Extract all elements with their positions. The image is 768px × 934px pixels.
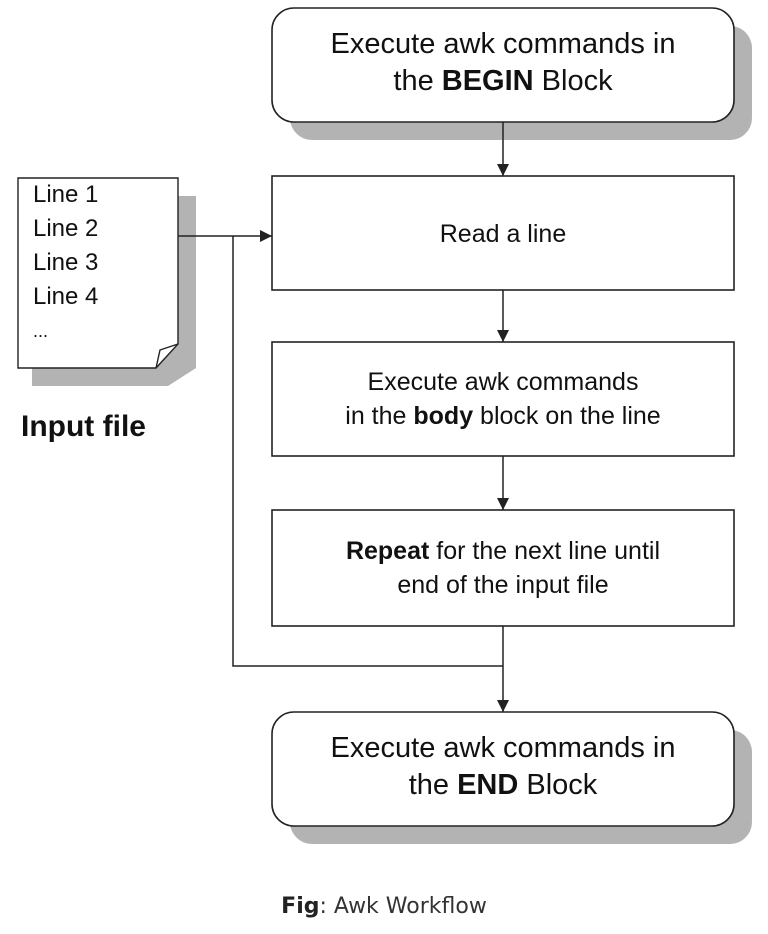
begin-line-2: the BEGIN Block <box>272 63 734 100</box>
body-line-1: Execute awk commands <box>367 368 639 396</box>
body-keyword: body <box>413 402 474 430</box>
end-block <box>271 711 752 844</box>
body-block-text: Execute awk commands in the body block o… <box>272 365 734 433</box>
file-line-ellipsis: ... <box>33 321 49 341</box>
body-line-2: in the body block on the line <box>272 399 734 433</box>
begin-line-1: Execute awk commands in <box>330 28 676 60</box>
figure-caption: Fig: Awk Workflow <box>0 894 768 919</box>
repeat-keyword: Repeat <box>345 537 430 565</box>
body-line-2-pre: in the <box>345 402 414 430</box>
file-line: Line 3 <box>33 249 99 276</box>
body-line-2-post: block on the line <box>473 402 661 430</box>
file-line: Line 4 <box>33 283 99 310</box>
connectors <box>178 122 509 712</box>
end-keyword: END <box>457 769 519 801</box>
body-block <box>271 341 735 457</box>
begin-block <box>271 7 752 140</box>
input-file-lines: Line 1 Line 2 Line 3 Line 4 ... <box>33 178 98 348</box>
repeat-line-1-post: for the next line until <box>429 537 661 565</box>
begin-keyword: BEGIN <box>441 65 534 97</box>
file-line: Line 1 <box>33 181 99 208</box>
repeat-line-2: end of the input file <box>397 571 609 599</box>
read-line-block <box>271 175 735 291</box>
read-line-text: Read a line <box>439 220 567 248</box>
caption-text: : Awk Workflow <box>319 894 487 919</box>
input-file-label: Input file <box>21 410 146 443</box>
end-line-2-post: Block <box>518 769 598 801</box>
loop-back-line <box>232 236 503 667</box>
end-line-1: Execute awk commands in <box>330 732 676 764</box>
begin-line-2-pre: the <box>393 65 442 97</box>
end-line-2-pre: the <box>408 769 458 801</box>
repeat-block-text: Repeat for the next line until end of th… <box>272 534 734 602</box>
file-line: Line 2 <box>33 215 99 242</box>
input-file-document <box>17 177 196 386</box>
end-block-text: Execute awk commands in the END Block <box>272 730 734 804</box>
begin-line-2-post: Block <box>533 65 613 97</box>
begin-block-text: Execute awk commands in the BEGIN Block <box>272 26 734 100</box>
repeat-line-1: Repeat for the next line until <box>272 534 734 568</box>
caption-prefix: Fig <box>281 894 320 919</box>
end-line-2: the END Block <box>272 767 734 804</box>
